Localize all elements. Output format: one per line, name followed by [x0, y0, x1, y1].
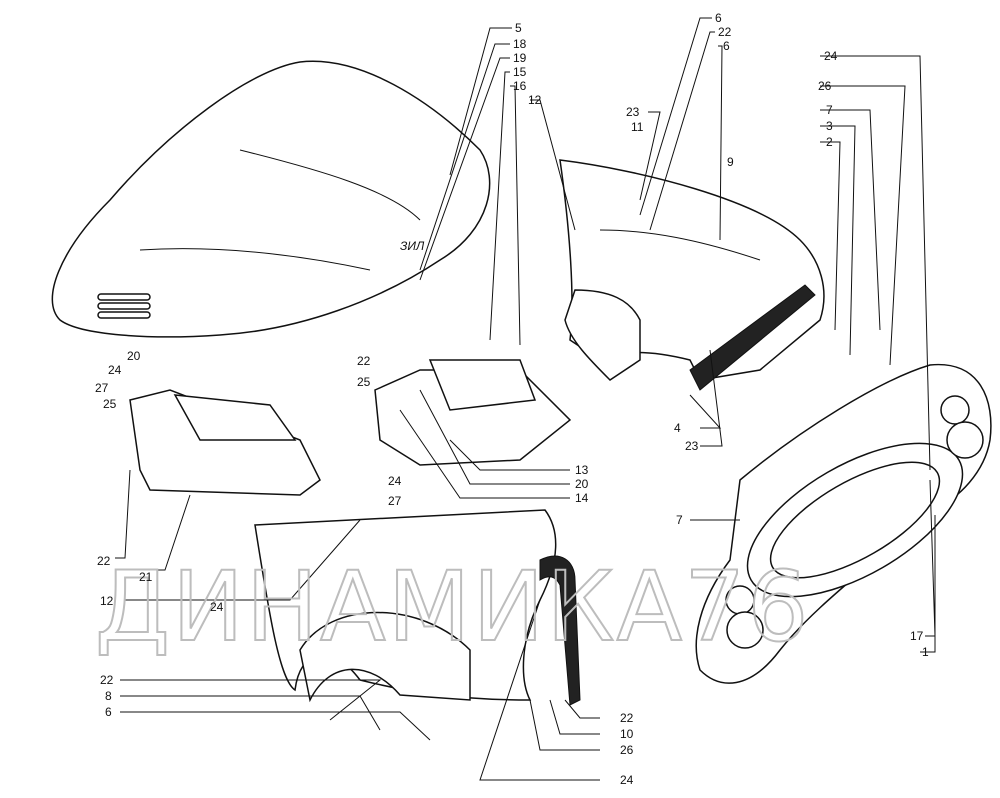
leader-lines — [115, 17, 936, 781]
callout-label: 6 — [105, 705, 112, 719]
callout-label: 19 — [513, 51, 527, 65]
hood-logo: ЗИЛ — [400, 239, 425, 253]
callout-label: 22 — [97, 554, 111, 568]
callout-label: 15 — [513, 65, 527, 79]
callout-label: 3 — [826, 119, 833, 133]
callout-label: 2 — [826, 135, 833, 149]
callout-label: 7 — [676, 513, 683, 527]
callout-label: 13 — [575, 463, 589, 477]
callout-label: 6 — [723, 39, 730, 53]
callout-label: 20 — [575, 477, 589, 491]
callout-label: 22 — [100, 673, 114, 687]
callout-label: 6 — [715, 11, 722, 25]
callout-label: 22 — [357, 354, 371, 368]
callout-label: 25 — [357, 375, 371, 389]
callout-label: 18 — [513, 37, 527, 51]
callout-label: 9 — [727, 155, 734, 169]
callout-label: 22 — [620, 711, 634, 725]
callout-label: 5 — [515, 21, 522, 35]
callout-label: 21 — [139, 570, 153, 584]
callout-label: 7 — [826, 103, 833, 117]
callout-label: 12 — [528, 93, 542, 107]
callout-label: 17 — [910, 629, 924, 643]
callout-label: 8 — [105, 689, 112, 703]
callout-label: 11 — [631, 120, 644, 134]
radiator-grille-panel — [695, 363, 992, 684]
callout-label: 24 — [108, 363, 122, 377]
callout-label: 26 — [818, 79, 832, 93]
hood-vent-slots — [97, 293, 151, 319]
callout-label: 24 — [210, 600, 224, 614]
callout-label: 24 — [388, 474, 402, 488]
callout-label: 16 — [513, 79, 527, 93]
hood-panel: ЗИЛ — [51, 60, 491, 338]
callout-label: 22 — [718, 25, 732, 39]
callout-label: 1 — [922, 645, 929, 659]
middle-side-panel — [374, 359, 572, 466]
callout-label: 26 — [620, 743, 634, 757]
callout-label: 14 — [575, 491, 589, 505]
callout-label: 27 — [388, 494, 402, 508]
callout-label: 10 — [620, 727, 634, 741]
callout-label: 4 — [674, 421, 681, 435]
callout-label: 25 — [103, 397, 117, 411]
callout-label: 23 — [685, 439, 699, 453]
callout-label: 23 — [626, 105, 640, 119]
left-side-panel — [129, 389, 321, 496]
front-apron — [559, 159, 825, 391]
callout-label: 12 — [100, 594, 114, 608]
callout-label: 24 — [824, 49, 838, 63]
front-fender — [254, 509, 581, 706]
callout-labels: 5 18 19 15 16 12 6 22 6 23 11 9 24 26 7 … — [95, 11, 929, 787]
callout-label: 20 — [127, 349, 141, 363]
watermark-text: ДИНАМИКА76 — [95, 551, 810, 663]
callout-label: 24 — [620, 773, 634, 787]
callout-label: 27 — [95, 381, 109, 395]
